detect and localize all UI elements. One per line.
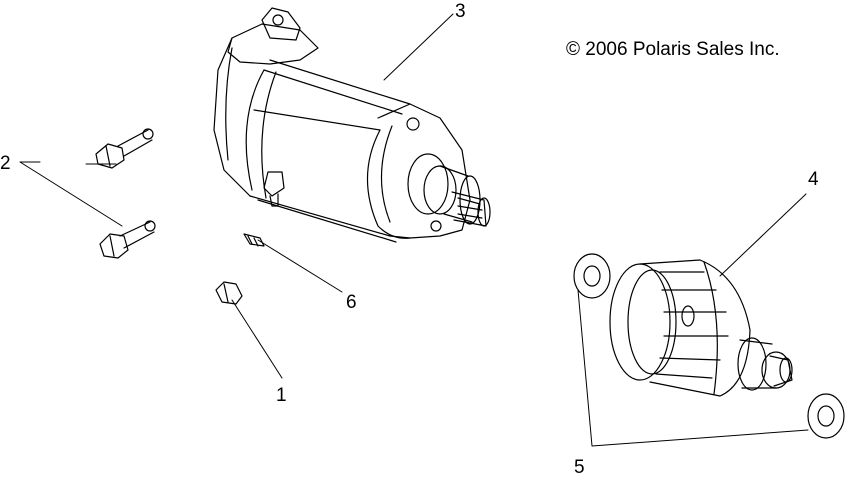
nut — [216, 282, 242, 304]
washer-upper — [574, 254, 610, 298]
callout-3: 3 — [455, 1, 466, 22]
callout-5: 5 — [574, 457, 585, 478]
starter-motor — [214, 8, 490, 242]
washer-lower — [808, 394, 844, 438]
callout-4: 4 — [808, 169, 819, 190]
leader-lines — [20, 14, 808, 446]
drive-assembly — [610, 260, 792, 396]
callout-1: 1 — [276, 385, 287, 406]
copyright-text: © 2006 Polaris Sales Inc. — [566, 39, 780, 60]
mounting-bolt-upper — [96, 129, 153, 168]
callout-6: 6 — [346, 292, 357, 313]
callout-2: 2 — [0, 153, 11, 174]
mounting-bolt-lower — [100, 221, 155, 258]
small-fastener — [244, 234, 264, 246]
